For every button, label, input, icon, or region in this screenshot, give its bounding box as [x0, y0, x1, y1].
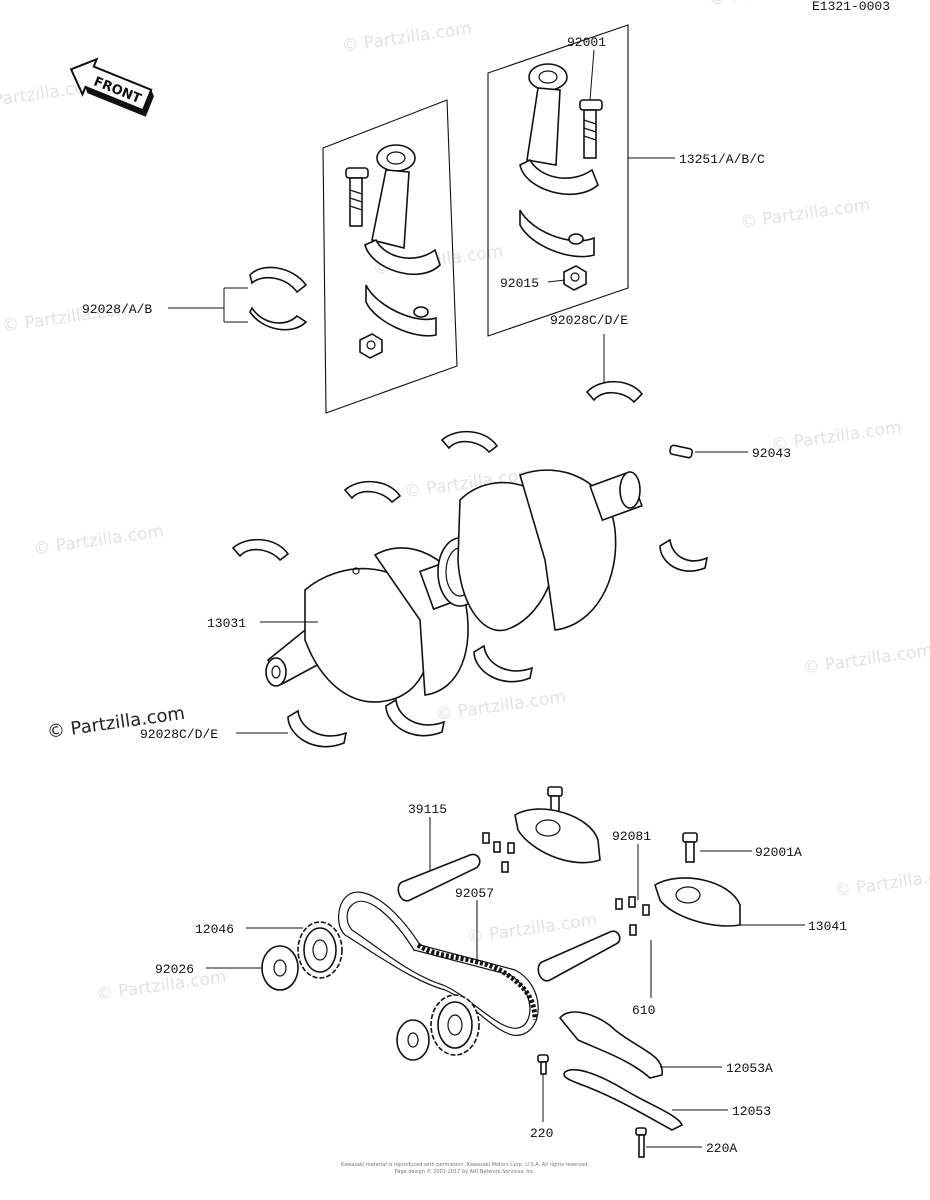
part-label-610[interactable]: 610	[632, 1003, 655, 1018]
damper-springs-icon	[482, 832, 650, 936]
watermark: © Partzilla.com	[801, 640, 930, 678]
watermark: © Partzilla.com	[32, 521, 165, 559]
screw-220-icon	[537, 1054, 549, 1075]
part-label-92081[interactable]: 92081	[612, 829, 651, 844]
watermark: © Partzilla.com	[434, 687, 567, 725]
part-label-13031[interactable]: 13031	[207, 616, 246, 631]
part-label-12046[interactable]: 12046	[195, 922, 234, 937]
diagram-code: E1321-0003	[812, 0, 890, 14]
connecting-rod-left-icon	[345, 144, 441, 359]
watermark: © Partzilla.com	[340, 19, 473, 57]
part-label-92028cde-upper[interactable]: 92028C/D/E	[550, 313, 628, 328]
screw-220a-icon	[635, 1127, 647, 1158]
balancer-shaft-pin-icon	[397, 853, 481, 902]
part-label-92028cde-lower[interactable]: 92028C/D/E	[140, 727, 218, 742]
crank-spline-icon	[589, 470, 643, 522]
part-label-13041[interactable]: 13041	[808, 919, 847, 934]
bearing-shells-92028ab-icon	[249, 266, 308, 331]
chain-guide-12053-icon	[563, 1068, 684, 1131]
part-label-92026[interactable]: 92026	[155, 962, 194, 977]
conrod-box-right	[487, 24, 629, 337]
part-label-12053[interactable]: 12053	[732, 1104, 771, 1119]
footer-design-credit: Page design © 2001-2017 by ARI Network S…	[395, 1168, 536, 1175]
sprocket-12046-icon	[297, 921, 343, 979]
balancer-hub-icon	[535, 819, 561, 837]
part-label-220[interactable]: 220	[530, 1126, 553, 1141]
washer-lower-icon	[396, 1019, 430, 1061]
leader-lines	[168, 49, 805, 1148]
part-label-92028ab[interactable]: 92028/A/B	[82, 302, 152, 317]
part-label-92001a[interactable]: 92001A	[755, 845, 802, 860]
woodruff-key-icon	[669, 444, 694, 459]
part-label-92043[interactable]: 92043	[752, 446, 791, 461]
part-label-13251[interactable]: 13251/A/B/C	[679, 152, 765, 167]
part-label-39115[interactable]: 39115	[408, 802, 447, 817]
washer-92026-icon	[261, 945, 299, 991]
front-arrow-icon: FRONT	[69, 57, 154, 117]
watermark: © Partzilla.com	[739, 195, 872, 233]
balancer-chain-icon	[338, 891, 539, 1036]
chain-guide-12053a-icon	[558, 1011, 663, 1079]
part-label-92015[interactable]: 92015	[500, 276, 539, 291]
sprocket-lower-icon	[430, 994, 480, 1056]
part-label-92001[interactable]: 92001	[567, 35, 606, 50]
balancer-hub-icon	[675, 886, 701, 904]
bolt-92001a-icon	[682, 832, 698, 863]
watermark: © Partzilla.com	[833, 863, 930, 901]
balancer-shaft-pin-lower-icon	[537, 930, 621, 982]
crankshaft-icon	[265, 469, 643, 703]
part-label-12053a[interactable]: 12053A	[726, 1061, 773, 1076]
main-bearing-shells-icon	[231, 430, 709, 748]
balancer-weight-upper-icon	[514, 808, 601, 864]
part-label-92057[interactable]: 92057	[455, 886, 494, 901]
conrod-box-left	[322, 99, 458, 414]
watermark: © Partzilla.com	[466, 910, 599, 948]
footer-copyright: Kawasaki material is reproduced with per…	[341, 1162, 590, 1168]
connecting-rod-right-icon	[519, 63, 603, 291]
balancer-weight-lower-icon	[654, 877, 741, 927]
bearing-shell-icon	[585, 381, 644, 404]
part-label-220a[interactable]: 220A	[706, 1141, 737, 1156]
